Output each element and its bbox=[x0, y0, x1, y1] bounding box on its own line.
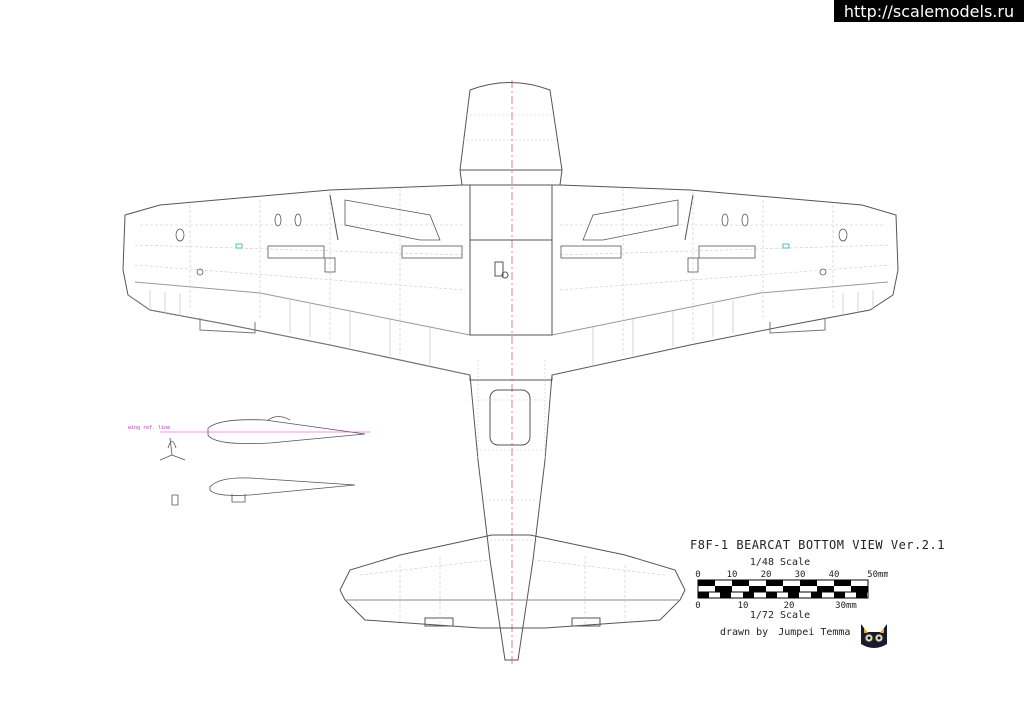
scale-72-tick: 0 bbox=[695, 601, 700, 610]
tail-panel-lines bbox=[359, 556, 666, 625]
drawing-title: F8F-1 BEARCAT BOTTOM VIEW Ver.2.1 bbox=[690, 538, 945, 552]
wing-panel-lines bbox=[134, 188, 891, 355]
scale-72-tick: 10 bbox=[738, 601, 749, 610]
scale-48-label: 1/48 Scale bbox=[749, 557, 811, 568]
title-block: F8F-1 BEARCAT BOTTOM VIEW Ver.2.1 1/48 S… bbox=[690, 538, 945, 638]
scale-48-tick: 20 bbox=[761, 570, 772, 580]
wing-details bbox=[175, 194, 848, 276]
scale-48-tick: 40 bbox=[829, 570, 840, 580]
fuselage-rivet-lines bbox=[463, 114, 559, 541]
site-watermark[interactable]: http://scalemodels.ru bbox=[834, 0, 1024, 22]
scale-72-tick: 30mm bbox=[835, 601, 857, 610]
scale-48-tick: 0 bbox=[695, 570, 700, 580]
credit-line: drawn by Jumpei Temma bbox=[720, 627, 900, 638]
wing-sections bbox=[159, 416, 370, 506]
scale-72-tick: 20 bbox=[784, 601, 795, 610]
horizontal-tail bbox=[339, 534, 686, 629]
scale-48-tick: 10 bbox=[727, 570, 738, 580]
main-wing bbox=[122, 184, 899, 381]
wing-ref-line-label: wing ref. line bbox=[128, 425, 171, 431]
scale-bar-48: 0 10 20 30 40 50mm 0 10 20 30mm bbox=[695, 570, 888, 610]
scale-72-label: 1/72 Scale bbox=[749, 610, 811, 621]
aileron-hatching bbox=[149, 290, 874, 365]
scale-48-checkerboard bbox=[697, 579, 869, 599]
credit-prefix: drawn by bbox=[720, 627, 769, 638]
author-cat-icon bbox=[861, 624, 887, 648]
scale-48-tick: 30 bbox=[795, 570, 806, 580]
fuselage bbox=[459, 82, 563, 661]
credit-author: Jumpei Temma bbox=[778, 627, 851, 638]
scale-48-tick: 50mm bbox=[867, 570, 888, 580]
